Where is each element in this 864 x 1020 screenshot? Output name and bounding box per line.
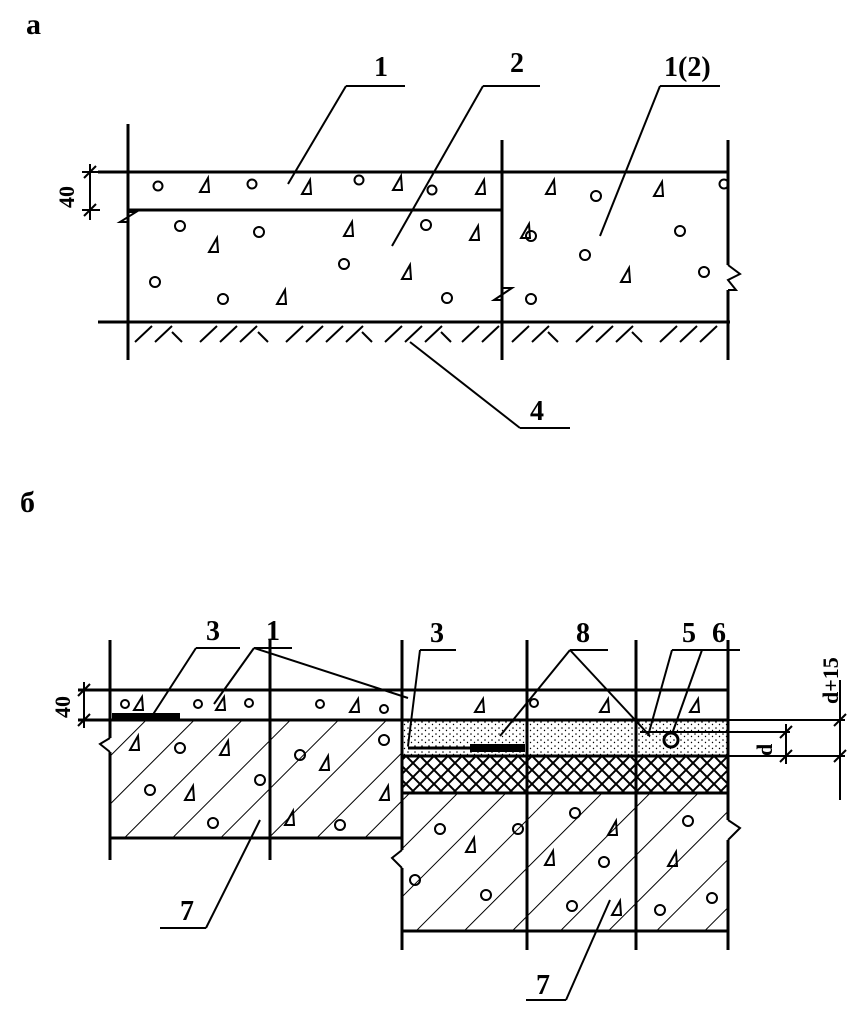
panel-b-label: б xyxy=(20,486,35,519)
break-mark xyxy=(98,737,111,753)
panel-b: б xyxy=(20,486,847,1001)
dimension-label-d-plus-15: d+15 xyxy=(818,657,843,704)
callout-1-2: 1(2) xyxy=(664,52,711,83)
callout-7-left: 7 xyxy=(180,896,194,927)
callout-8: 8 xyxy=(576,618,590,649)
dimension-label-d: d xyxy=(752,744,777,756)
break-mark xyxy=(490,287,516,301)
dimension-label: 40 xyxy=(54,186,79,208)
dimension-40-a xyxy=(82,164,100,220)
callout-1: 1 xyxy=(266,616,280,647)
dimension-right xyxy=(640,680,847,800)
sand-layer xyxy=(402,720,728,756)
dimension-40-b xyxy=(77,682,94,728)
base-slab-right xyxy=(402,793,728,931)
callout-4: 4 xyxy=(530,396,544,427)
callout-2: 2 xyxy=(510,48,524,79)
callout-3-right: 3 xyxy=(430,618,444,649)
break-mark xyxy=(390,849,403,869)
aggregate-triangles xyxy=(128,693,701,916)
leader-lines xyxy=(287,85,720,429)
insulation-layer xyxy=(402,756,728,793)
callout-3-left: 3 xyxy=(206,616,220,647)
dimension-label-left: 40 xyxy=(50,696,75,718)
panel-b-outline xyxy=(78,640,730,950)
break-mark xyxy=(726,264,742,291)
break-mark xyxy=(727,819,742,841)
aggregate-triangles xyxy=(198,172,665,305)
callout-5: 5 xyxy=(682,618,696,649)
aggregate-circles xyxy=(120,698,718,916)
panel-a-outline xyxy=(98,124,730,360)
break-mark xyxy=(116,211,140,223)
leader-lines xyxy=(151,647,740,1001)
callout-7-right: 7 xyxy=(536,970,550,1001)
panel-a: а xyxy=(26,8,742,429)
aggregate-circles xyxy=(149,174,730,305)
callout-6: 6 xyxy=(712,618,726,649)
soil-hatching xyxy=(134,325,718,343)
callout-1: 1 xyxy=(374,52,388,83)
panel-a-label: а xyxy=(26,8,41,41)
